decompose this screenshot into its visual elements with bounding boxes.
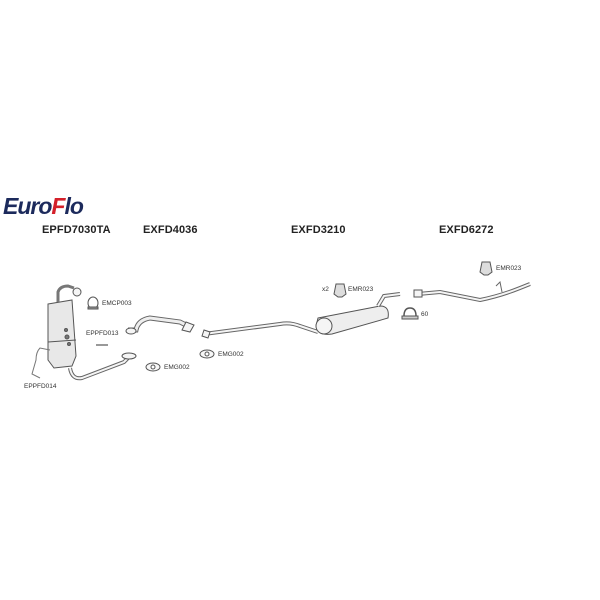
gasket-emg-icon-2 [199,349,215,359]
part-label-eppfd014[interactable]: EPPFD014 [24,383,57,390]
rubber-hanger-icon-1 [333,283,347,298]
part-qty-emr023: x2 [322,286,329,293]
section-code-tail-pipe[interactable]: EXFD6272 [439,224,494,236]
part-label-emr023-2[interactable]: EMR023 [496,265,522,272]
part-label-eppfd013[interactable]: EPPFD013 [86,330,119,337]
tail-pipe-icon [413,280,531,303]
front-pipe-icon [125,315,195,335]
part-label-emg002-1[interactable]: EMG002 [164,364,190,371]
rubber-hanger-icon-2 [479,261,493,276]
euroflo-logo: EuroFlo [3,193,84,219]
part-label-clamp-60[interactable]: 60 [421,311,429,318]
section-code-dpf[interactable]: EPFD7030TA [42,224,111,236]
center-silencer-icon [201,292,401,339]
gasket-emg-icon-1 [145,362,161,372]
part-label-emg002-2[interactable]: EMG002 [218,351,244,358]
section-code-center-silencer[interactable]: EXFD3210 [291,224,346,236]
section-code-front-pipe[interactable]: EXFD4036 [143,224,198,236]
clamp-emcp-icon [87,296,99,310]
clamp-60-icon [401,307,419,320]
part-label-emr023-1[interactable]: EMR023 [348,286,374,293]
part-label-emcp003[interactable]: EMCP003 [102,300,132,307]
dpf-unit-icon [47,284,137,381]
